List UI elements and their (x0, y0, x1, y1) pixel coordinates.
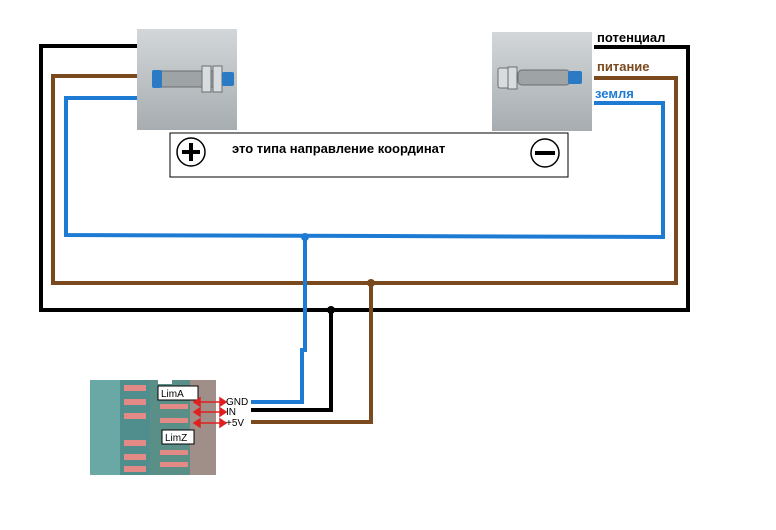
plus5v-label: +5V (226, 418, 244, 429)
power-label: питание (597, 59, 650, 74)
power-junction (367, 279, 375, 287)
plus-circle-icon (176, 137, 206, 167)
gnd-label: GND (226, 397, 248, 408)
in-label: IN (226, 407, 236, 418)
connector-arrows (192, 396, 228, 429)
ground-wire (64, 96, 665, 404)
power-wire (51, 74, 678, 424)
direction-box: это типа направление координат (169, 132, 569, 178)
proximity-sensor-icon (137, 29, 237, 130)
ground-junction (301, 233, 309, 241)
ground-label: земля (595, 86, 634, 101)
direction-text: это типа направление координат (232, 141, 445, 156)
lim-a-label: LimA (161, 389, 184, 400)
controller-board-icon: LimA LimZ (90, 378, 216, 475)
proximity-sensor-icon (492, 32, 592, 131)
potential-junction (327, 306, 335, 314)
potential-wire (39, 44, 690, 412)
potential-label: потенциал (597, 30, 665, 45)
lim-z-label: LimZ (165, 433, 187, 444)
minus-circle-icon (530, 138, 560, 168)
